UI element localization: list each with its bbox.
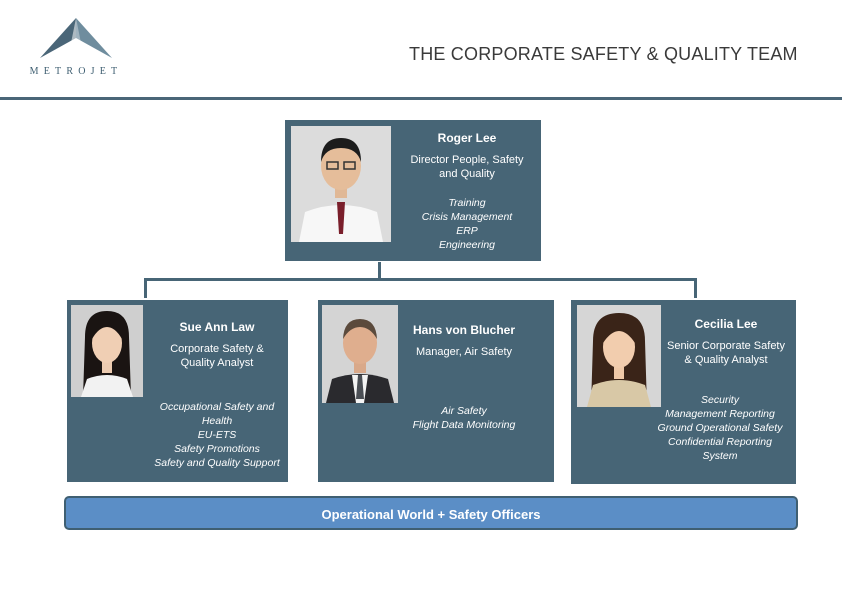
connector-horizontal — [144, 278, 697, 281]
team-role: Corporate Safety & Quality Analyst — [170, 343, 264, 369]
connector-right — [694, 278, 697, 298]
team-name: Cecilia Lee — [694, 317, 758, 331]
director-name: Roger Lee — [437, 131, 497, 145]
connector-left — [144, 278, 147, 298]
operational-world-label: Operational World + Safety Officers — [321, 507, 541, 522]
team-photo-hans-von-blucher — [322, 305, 398, 403]
team-role: Senior Corporate Safety & Quality Analys… — [666, 340, 785, 366]
director-photo — [291, 126, 391, 242]
team-duties: Security Management Reporting Ground Ope… — [657, 394, 783, 462]
team-name: Hans von Blucher — [412, 323, 516, 337]
team-name: Sue Ann Law — [179, 320, 255, 334]
team-card-cecilia-lee: Cecilia Lee Senior Corporate Safety & Qu… — [571, 300, 796, 484]
team-role: Manager, Air Safety — [416, 346, 512, 358]
director-duties: Training Crisis Management ERP Engineeri… — [421, 197, 513, 251]
director-role: Director People, Safety and Quality — [410, 154, 524, 180]
logo-mark-icon — [40, 18, 112, 58]
team-photo-cecilia-lee — [577, 305, 661, 407]
team-card-sue-ann-law: Sue Ann Law Corporate Safety & Quality A… — [67, 300, 288, 482]
team-duties: Occupational Safety and Health EU-ETS Sa… — [154, 401, 280, 469]
header-divider — [0, 97, 842, 100]
team-photo-sue-ann-law — [71, 305, 143, 397]
team-duties: Air Safety Flight Data Monitoring — [412, 405, 516, 431]
team-card-hans-von-blucher: Hans von Blucher Manager, Air Safety Air… — [318, 300, 554, 482]
metrojet-logo: METROJET — [24, 16, 128, 80]
operational-world-bar: Operational World + Safety Officers — [64, 496, 798, 530]
connector-director-down — [378, 262, 381, 280]
director-card: Roger Lee Director People, Safety and Qu… — [285, 120, 541, 261]
page-title: THE CORPORATE SAFETY & QUALITY TEAM — [409, 44, 798, 64]
logo-wordmark: METROJET — [29, 66, 123, 77]
